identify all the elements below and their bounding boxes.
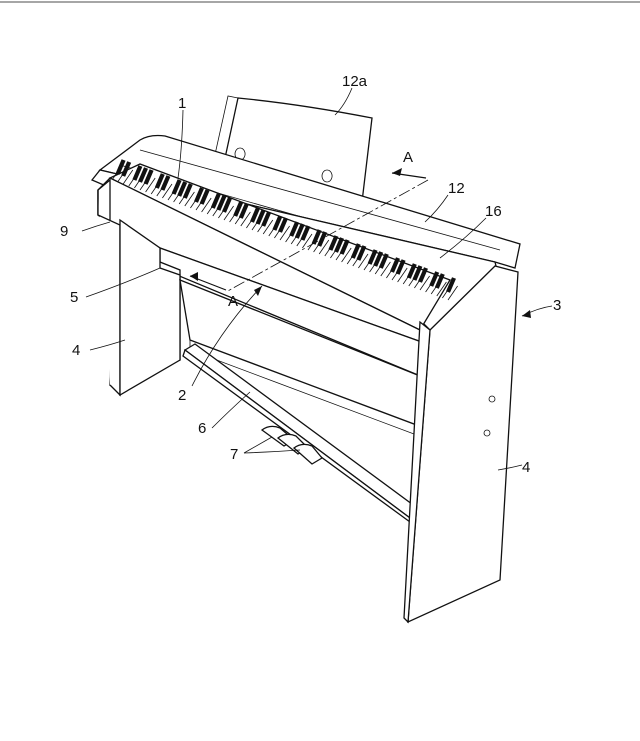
label-7: 7 — [230, 446, 238, 463]
label-5: 5 — [70, 289, 78, 306]
leader-6 — [212, 392, 250, 428]
label-a-top: A — [403, 149, 413, 166]
label-1: 1 — [178, 95, 186, 112]
label-9: 9 — [60, 223, 68, 240]
label-6: 6 — [198, 420, 206, 437]
label-12a: 12a — [342, 73, 368, 90]
label-16: 16 — [485, 203, 502, 220]
leader-7a — [244, 437, 272, 453]
label-4-left: 4 — [72, 342, 80, 359]
label-12: 12 — [448, 180, 465, 197]
leader-7b — [244, 450, 300, 453]
label-a-bottom: A — [228, 293, 238, 310]
label-4-right: 4 — [522, 459, 530, 476]
leader-12a — [335, 88, 352, 115]
label-2: 2 — [178, 387, 186, 404]
label-3: 3 — [553, 297, 561, 314]
leader-3-head — [522, 310, 531, 318]
